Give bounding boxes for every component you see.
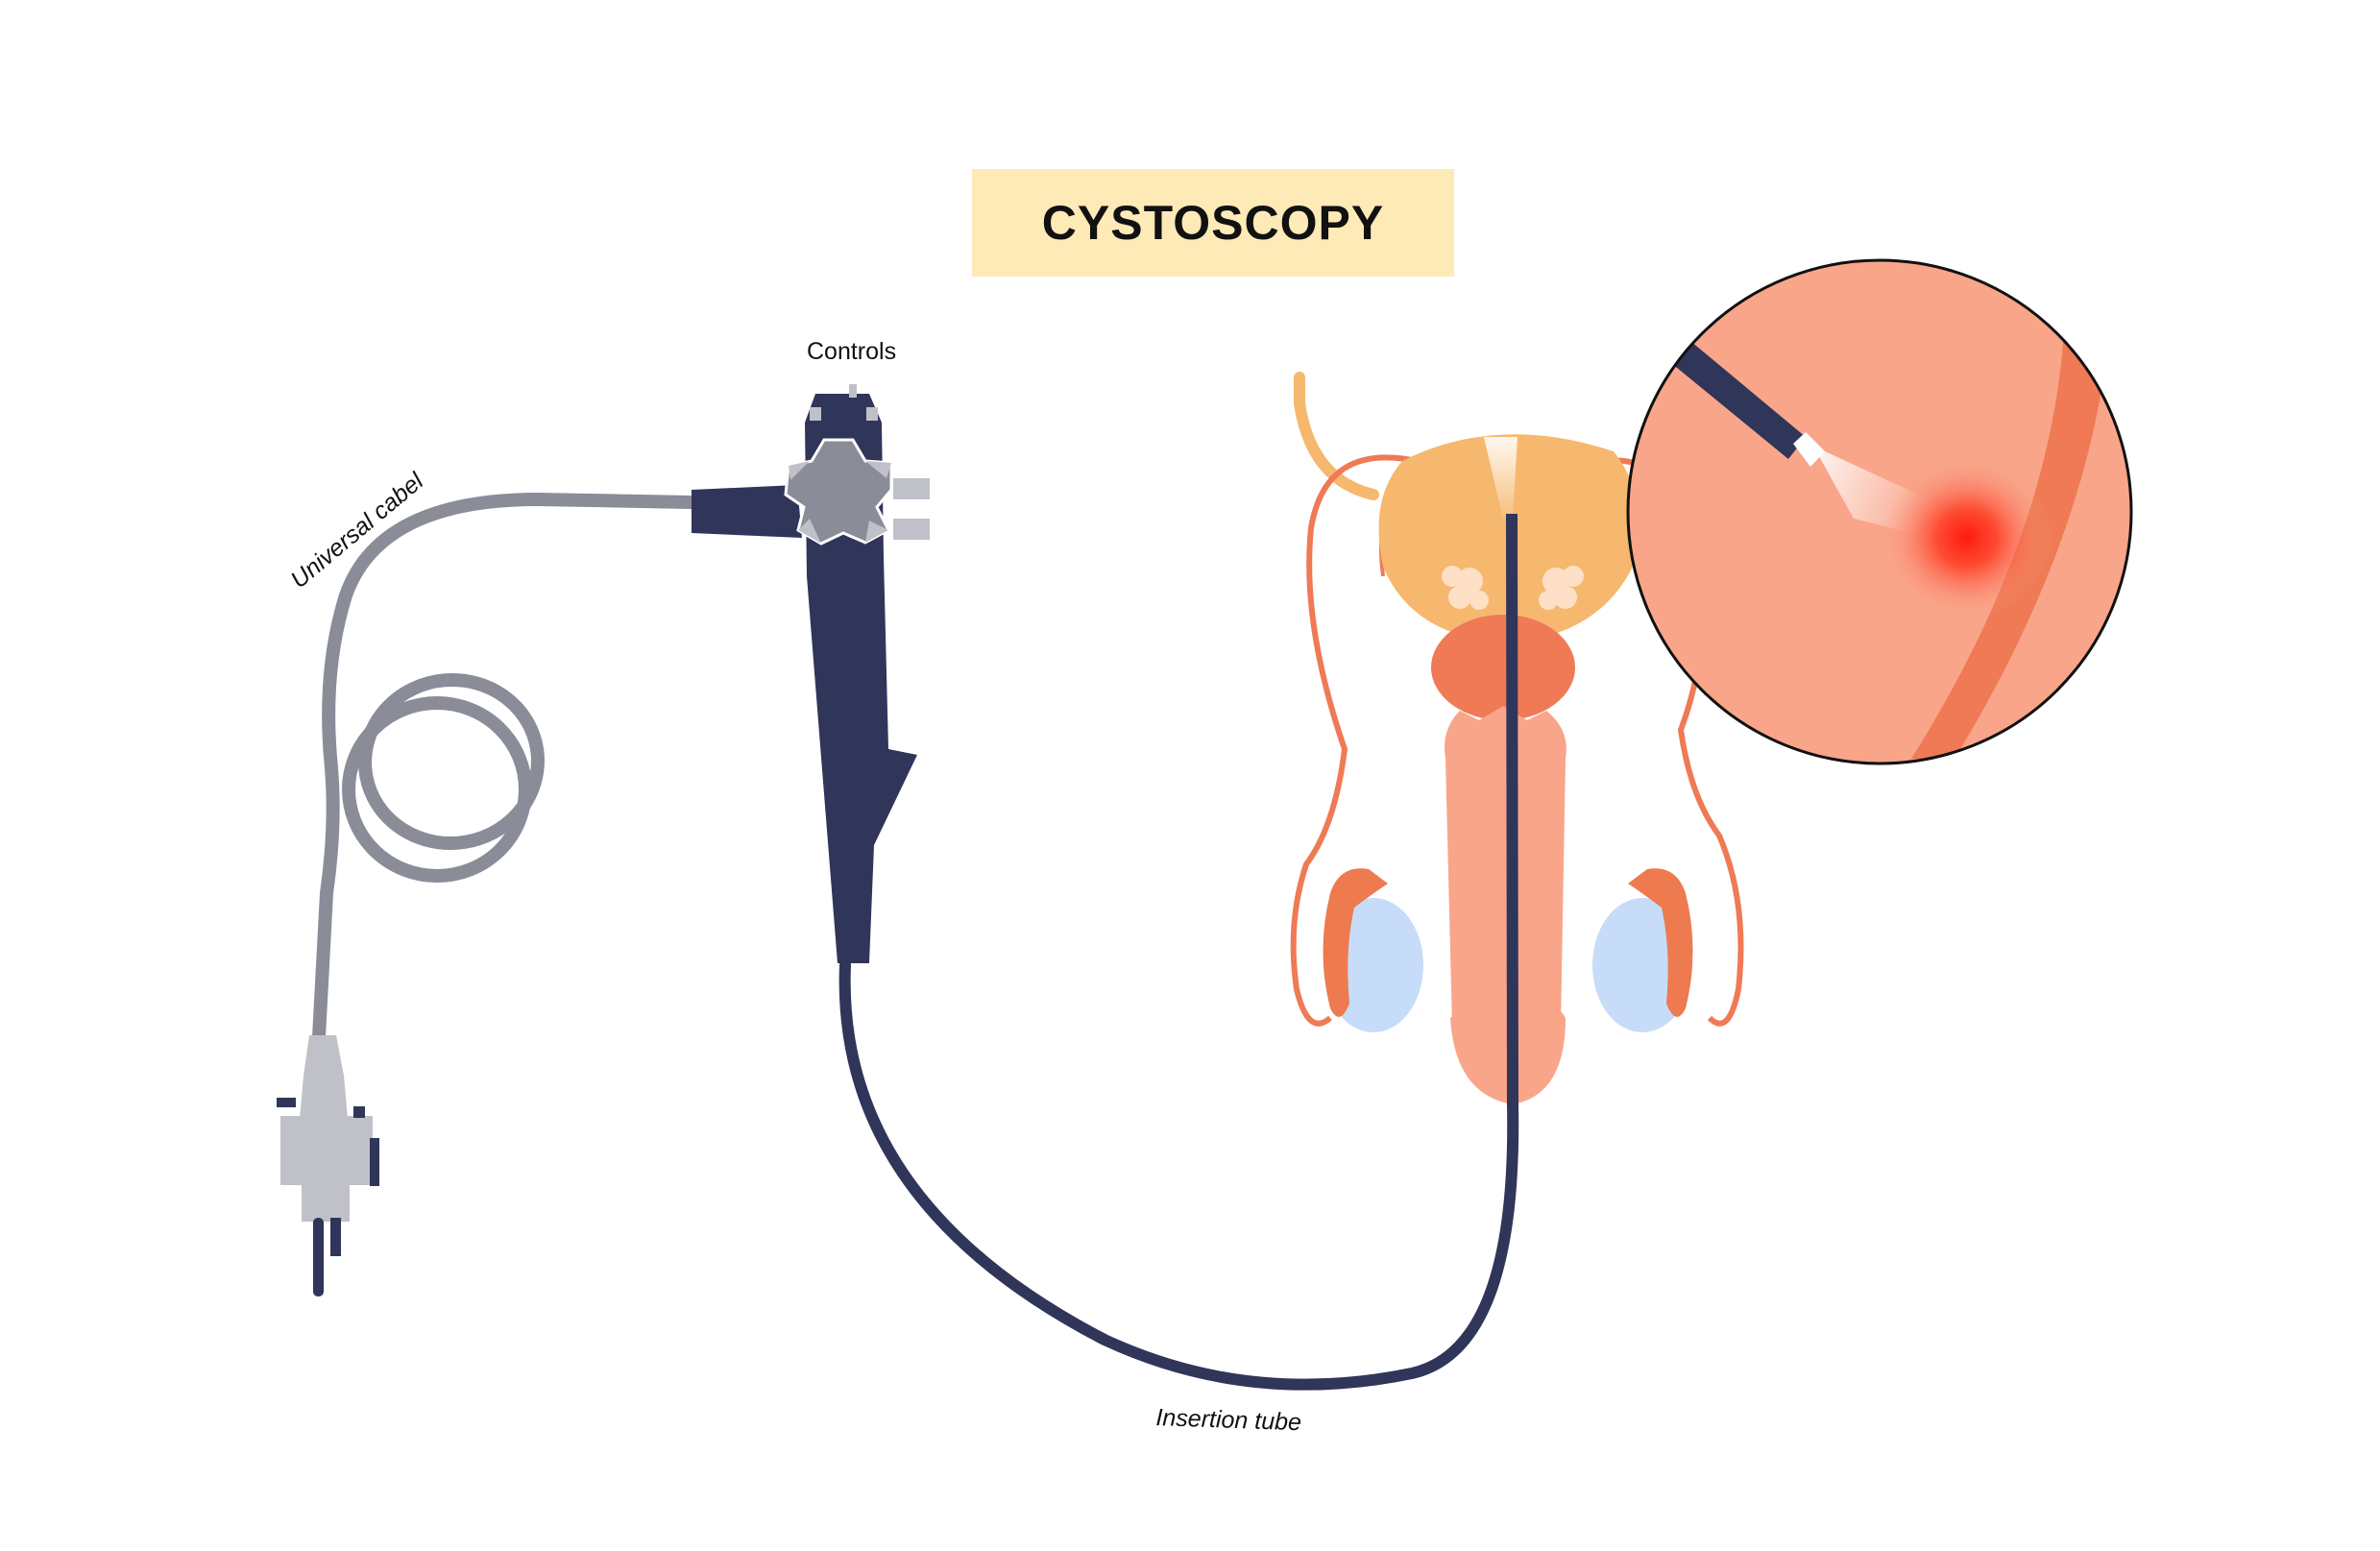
label-controls: Controls: [807, 338, 897, 365]
universal-cable: [312, 492, 698, 1044]
tube-in-urethra: [1506, 513, 1518, 1105]
page-title: CYSTOSCOPY: [1041, 196, 1385, 250]
plug-icon: [277, 1035, 379, 1297]
star-knob-icon: [784, 438, 893, 545]
insertion-tube: [838, 508, 1519, 1391]
title-banner: CYSTOSCOPY: [972, 169, 1454, 277]
label-insertion-tube: Insertion tube: [1155, 1404, 1302, 1437]
magnified-view: [1626, 258, 2133, 765]
